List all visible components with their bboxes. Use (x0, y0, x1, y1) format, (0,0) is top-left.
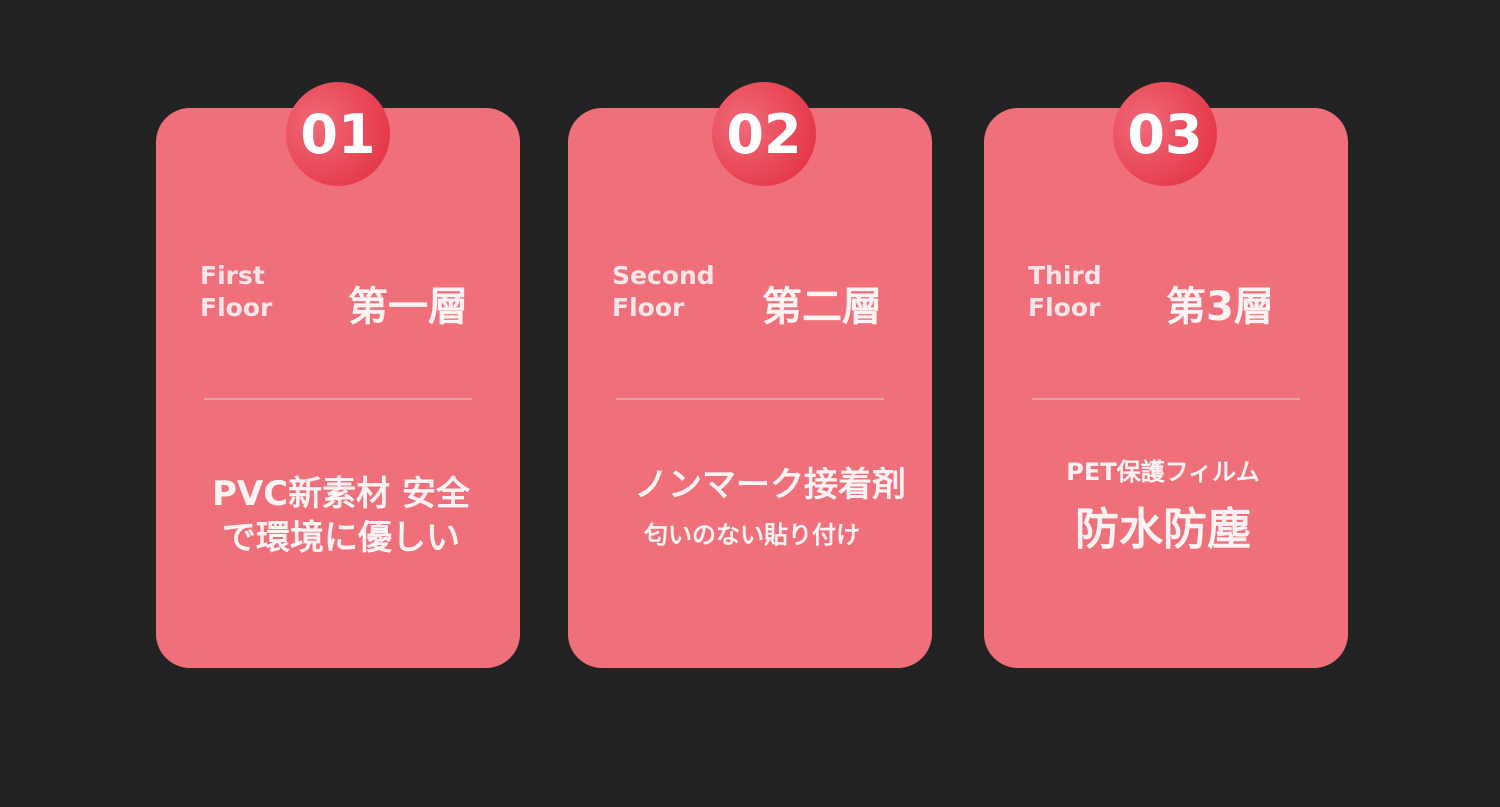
description-line1: PVC新素材 安全 (211, 474, 471, 514)
en-line2: Floor (200, 293, 273, 322)
en-line1: First (200, 261, 265, 290)
en-line1: Second (612, 261, 715, 290)
layer-title: 第二層 (762, 284, 882, 330)
divider (616, 398, 884, 400)
layer-description: PET保護フィルム 防水防塵 (984, 454, 1348, 570)
badge-number-02: 02 (712, 82, 816, 186)
divider (1032, 398, 1300, 400)
badge-number-01: 01 (286, 82, 390, 186)
description-line2: 匂いのない貼り付け (644, 521, 860, 549)
description-line1: ノンマーク接着剤 (634, 465, 906, 505)
layer-title: 第一層 (348, 284, 468, 330)
description-line1: PET保護フィルム (1066, 458, 1260, 486)
en-line2: Floor (612, 293, 685, 322)
description-line2: で環境に優しい (222, 518, 460, 558)
badge-number-03: 03 (1113, 82, 1217, 186)
en-line1: Third (1028, 261, 1102, 290)
layer-description: PVC新素材 安全 で環境に優しい (156, 472, 520, 560)
divider (204, 398, 472, 400)
layer-title: 第3層 (1166, 284, 1274, 330)
layer-description: ノンマーク接着剤 匂いのない貼り付け (568, 460, 932, 560)
description-line2: 防水防塵 (1075, 504, 1251, 555)
en-line2: Floor (1028, 293, 1101, 322)
